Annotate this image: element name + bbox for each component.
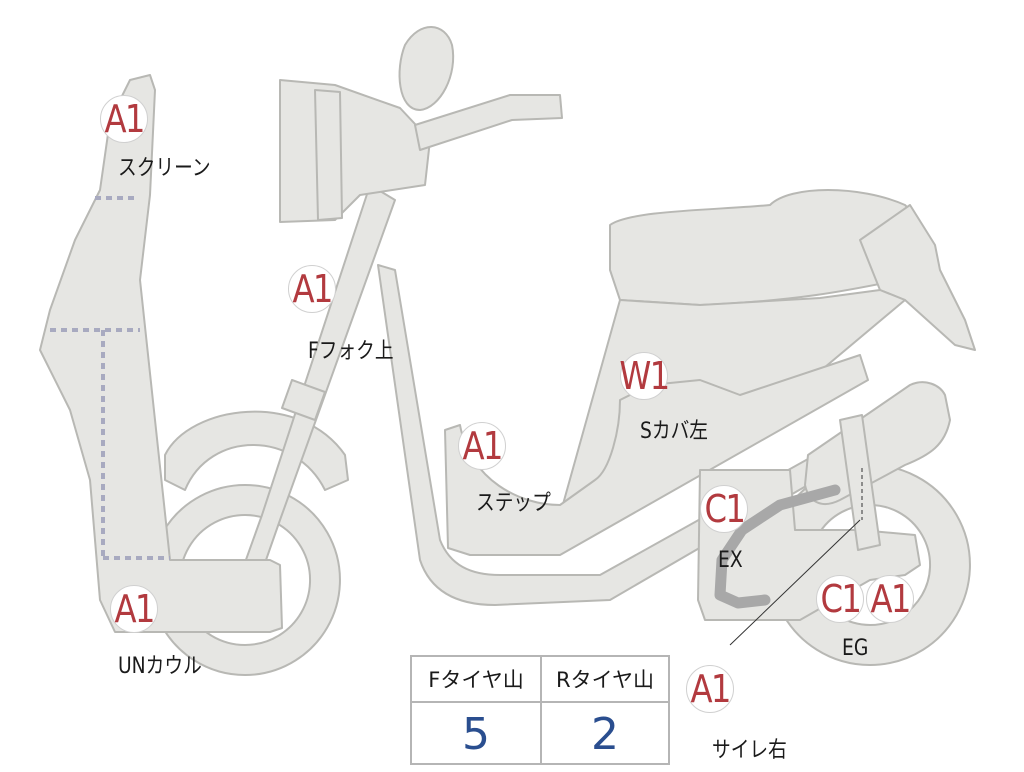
rear-shock	[839, 414, 881, 551]
grade-marker-under-cowl: A1	[110, 585, 158, 633]
label-step: ステップ	[476, 491, 551, 516]
grade-marker-muffler-right: A1	[686, 665, 734, 713]
grade-marker-exhaust: C1	[700, 485, 748, 533]
label-screen: スクリーン	[118, 156, 211, 181]
label-exhaust: EX	[718, 548, 743, 573]
handlebar	[414, 94, 563, 151]
grade-step: A1	[462, 424, 503, 468]
grade-marker-s-cover-left: W1	[619, 352, 670, 400]
label-muffler-right: サイレ右	[712, 738, 787, 763]
leg-shield	[39, 74, 283, 633]
grade-marker-f-fork-upper: A1	[288, 265, 336, 313]
grade-marker-engine-2: A1	[866, 575, 914, 623]
tire-tread-table: Fタイヤ山 Rタイヤ山 5 2	[410, 655, 670, 765]
fork-collar	[281, 379, 326, 421]
label-s-cover-left: Sカバ左	[640, 419, 708, 444]
label-under-cowl: UNカウル	[118, 654, 202, 679]
table-column-divider	[540, 657, 542, 763]
grade-under-cowl: A1	[114, 587, 155, 631]
grade-marker-engine-1: C1	[816, 575, 864, 623]
leader-muffler	[729, 519, 861, 646]
exhaust-pipe	[714, 484, 841, 609]
tail-cowl	[859, 204, 976, 351]
grade-screen: A1	[104, 97, 145, 141]
label-f-fork-upper: Fフォク上	[308, 339, 394, 364]
mirror	[398, 26, 455, 111]
rear-tire-value: 2	[591, 708, 619, 760]
grade-engine-1: C1	[820, 577, 861, 621]
grade-engine-2: A1	[870, 577, 911, 621]
grade-muffler-right: A1	[690, 667, 731, 711]
front-tire-header: Fタイヤ山	[428, 668, 524, 692]
grade-f-fork-upper: A1	[292, 267, 333, 311]
rear-tire-header: Rタイヤ山	[556, 668, 654, 692]
front-tire-value: 5	[462, 708, 490, 760]
grade-exhaust: C1	[704, 487, 745, 531]
floor-board	[444, 354, 869, 556]
engine-case	[697, 469, 921, 621]
grade-marker-step: A1	[458, 422, 506, 470]
label-engine: EG	[842, 636, 869, 661]
headlight-rim	[314, 89, 343, 221]
muffler	[804, 381, 951, 505]
grade-marker-screen: A1	[100, 95, 148, 143]
grade-s-cover-left: W1	[619, 354, 670, 398]
front-fender	[164, 410, 349, 491]
